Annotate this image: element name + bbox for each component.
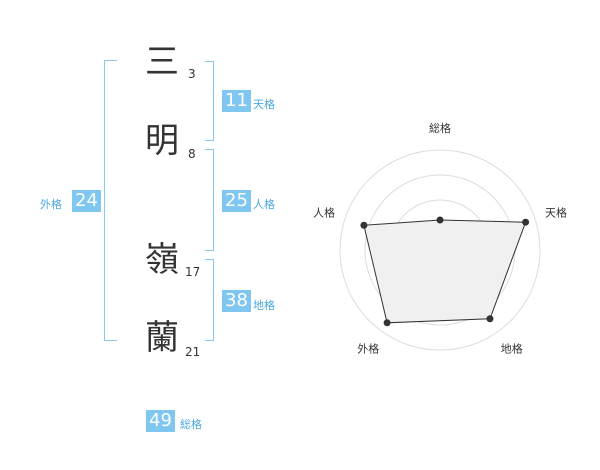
stroke-count-4: 21	[185, 345, 201, 359]
name-char-2: 明	[145, 121, 179, 161]
radar-polygon	[363, 219, 527, 324]
stroke-count-2: 8	[188, 147, 196, 161]
radar-point	[383, 319, 391, 327]
stroke-count-3: 17	[185, 265, 201, 279]
radar-point	[522, 218, 530, 226]
chikaku-value: 38	[222, 290, 251, 312]
radar-axis-label: 天格	[545, 205, 567, 219]
soukaku-value: 49	[146, 410, 175, 432]
name-char-4: 蘭	[145, 318, 179, 358]
radar-point	[486, 315, 494, 323]
stroke-count-1: 3	[188, 67, 196, 81]
radar-ring	[339, 149, 541, 351]
soukaku-label: 総格	[180, 418, 202, 431]
tenkaku-value: 11	[222, 90, 251, 112]
gaikaku-label: 外格	[40, 198, 62, 211]
jinkaku-label: 人格	[253, 198, 275, 211]
radar-point	[436, 216, 444, 224]
radar-points	[360, 216, 530, 327]
radar-point	[360, 221, 368, 229]
radar-axis-label: 人格	[313, 205, 335, 219]
name-char-3: 嶺	[145, 240, 179, 280]
tenkaku-bracket	[205, 61, 214, 141]
radar-axis-label: 外格	[357, 342, 379, 356]
tenkaku-label: 天格	[253, 98, 275, 111]
chikaku-label: 地格	[253, 299, 275, 312]
jinkaku-value: 25	[222, 190, 251, 212]
jinkaku-bracket	[205, 149, 214, 251]
gaikaku-value: 24	[72, 190, 101, 212]
name-char-1: 三	[145, 42, 179, 82]
radar-axis-label: 地格	[501, 342, 523, 356]
radar-axis-label: 総格	[429, 121, 451, 135]
chikaku-bracket	[205, 259, 214, 341]
gaikaku-bracket	[104, 60, 117, 341]
